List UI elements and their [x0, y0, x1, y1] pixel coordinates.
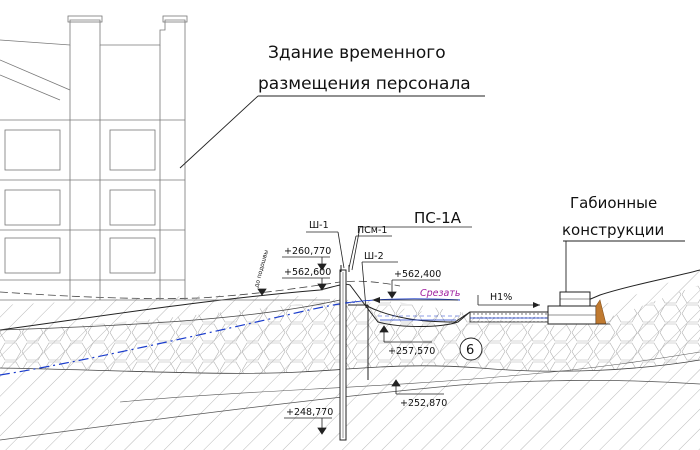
building-label-line1: Здание временного — [268, 43, 446, 63]
elevation-248770: +248,770 — [286, 407, 333, 418]
layer-marker: 6 — [459, 337, 483, 361]
building-label-line2: размещения персонала — [258, 74, 471, 94]
gabion-label-line1: Габионные — [570, 194, 657, 212]
gabion-label-line2: конструкции — [562, 221, 664, 239]
mid-boundary — [119, 351, 700, 403]
soil-layers — [0, 269, 700, 450]
elevation-252870: +252,870 — [400, 398, 447, 409]
gabion-structures — [547, 291, 610, 325]
existing-ground-dashed — [0, 280, 401, 299]
elevation-562400: +562,400 — [394, 269, 441, 280]
elevation-marks — [257, 256, 444, 435]
cut-label: Срезать — [420, 288, 461, 299]
groundwater-level — [0, 301, 356, 376]
hex-fill-layer — [0, 285, 700, 374]
elevation-260770: +260,770 — [284, 246, 331, 257]
lower-layer-boundary — [0, 359, 700, 374]
well-ps1a — [339, 265, 369, 441]
elevation-257570: +257,570 — [388, 346, 435, 357]
deep-boundary — [0, 380, 700, 441]
sh1-label: Ш-1 — [309, 220, 329, 231]
gabion-leader — [563, 240, 685, 292]
temporary-building — [0, 15, 330, 301]
soil-note: до подошвы — [253, 249, 270, 289]
elevation-562600: +562,600 — [284, 267, 331, 278]
sh2-label: Ш-2 — [364, 251, 384, 262]
layer-number: 6 — [466, 343, 474, 358]
ps1a-label: ПС-1А — [414, 209, 462, 227]
drainage-channel — [344, 295, 561, 327]
slope-label: H1% — [490, 292, 512, 303]
upper-layer-boundary — [0, 299, 341, 331]
ground-surface — [0, 269, 700, 331]
well-leaders — [306, 226, 472, 309]
psm1-label: ПСм-1 — [357, 225, 387, 236]
building-leader — [179, 95, 485, 169]
